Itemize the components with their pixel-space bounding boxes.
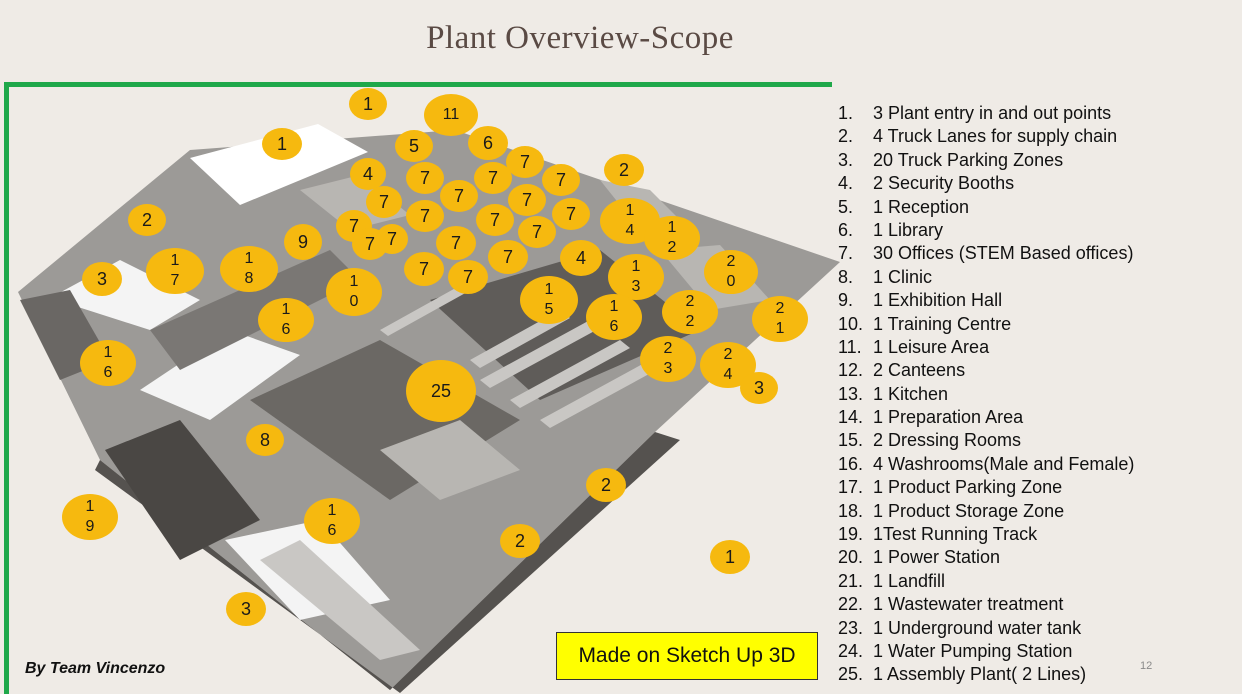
- map-marker: 1 2: [644, 216, 700, 260]
- legend-item: 14.1 Preparation Area: [838, 407, 1024, 428]
- slide-title: Plant Overview-Scope: [426, 20, 734, 56]
- map-marker: 2: [586, 468, 626, 502]
- map-marker: 1 6: [80, 340, 136, 386]
- roof-bottom-left: [105, 420, 260, 560]
- map-marker: 1 6: [586, 294, 642, 340]
- long-sheds: [260, 280, 660, 660]
- map-marker: 2 0: [704, 250, 758, 294]
- map-marker: 3: [740, 372, 778, 404]
- legend-item: 1.3 Plant entry in and out points: [838, 103, 1112, 123]
- map-marker: 7: [474, 162, 512, 194]
- legend-item: 7.30 Offices (STEM Based offices): [838, 243, 1134, 264]
- map-marker: 7: [476, 204, 514, 236]
- map-marker: 7: [488, 240, 528, 274]
- map-marker: 7: [448, 260, 488, 294]
- map-marker: 7: [542, 164, 580, 196]
- map-marker: 6: [468, 126, 508, 160]
- map-marker: 7: [518, 216, 556, 248]
- map-marker: 1 8: [220, 246, 278, 292]
- map-marker: 2 1: [752, 296, 808, 342]
- legend-item: 19.1Test Running Track: [838, 524, 1038, 545]
- legend-item: 11.1 Leisure Area: [838, 336, 990, 357]
- legend-item: 3.20 Truck Parking Zones: [838, 149, 1064, 170]
- legend-item: 6.1 Library: [838, 219, 944, 240]
- map-marker: 1 3: [608, 254, 664, 300]
- legend-item: 21.1 Landfill: [838, 570, 946, 591]
- sketchup-badge: Made on Sketch Up 3D: [556, 632, 818, 680]
- map-marker: 1 7: [146, 248, 204, 294]
- legend-item: 9.1 Exhibition Hall: [838, 290, 1003, 311]
- map-marker: 7: [436, 226, 476, 260]
- map-marker: 25: [406, 360, 476, 422]
- map-marker: 7: [366, 186, 402, 218]
- map-marker: 1: [349, 88, 387, 120]
- map-marker: 1: [710, 540, 750, 574]
- page-number: 12: [1140, 660, 1153, 672]
- map-marker: 7: [508, 184, 546, 216]
- legend-item: 25.1 Assembly Plant( 2 Lines): [838, 664, 1087, 685]
- map-marker: 7: [376, 224, 408, 254]
- plant-frame: [4, 82, 832, 694]
- legend-item: 18.1 Product Storage Zone: [838, 500, 1065, 521]
- legend-item: 17.1 Product Parking Zone: [838, 477, 1063, 498]
- map-marker: 9: [284, 224, 322, 260]
- map-marker: 7: [406, 200, 444, 232]
- map-marker: 2 3: [640, 336, 696, 382]
- legend-item: 15.2 Dressing Rooms: [838, 430, 1022, 451]
- map-marker: 7: [506, 146, 544, 178]
- legend-list: 1.3 Plant entry in and out points 2.4 Tr…: [838, 102, 1134, 687]
- legend-item: 5.1 Reception: [838, 196, 970, 217]
- legend-item: 4.2 Security Booths: [838, 173, 1015, 194]
- map-marker: 7: [406, 162, 444, 194]
- map-marker: 7: [404, 252, 444, 286]
- white-area-mid: [140, 330, 300, 420]
- map-marker: 1 6: [304, 498, 360, 544]
- legend-item: 20.1 Power Station: [838, 547, 1001, 568]
- map-marker: 2 2: [662, 290, 718, 334]
- map-marker: 5: [395, 130, 433, 162]
- map-marker: 1 5: [520, 276, 578, 324]
- white-area-left: [50, 260, 200, 330]
- map-marker: 4: [350, 158, 386, 190]
- legend-item: 10.1 Training Centre: [838, 313, 1012, 334]
- map-marker: 2: [604, 154, 644, 186]
- map-marker: 7: [440, 180, 478, 212]
- map-marker: 2: [128, 204, 166, 236]
- legend-item: 23.1 Underground water tank: [838, 617, 1082, 638]
- map-marker: 3: [82, 262, 122, 296]
- white-block-top: [190, 124, 368, 205]
- map-marker: 11: [424, 94, 478, 136]
- map-marker: 2: [500, 524, 540, 558]
- team-credit: By Team Vincenzo: [25, 660, 166, 677]
- map-marker: 1 6: [258, 298, 314, 342]
- legend-item: 13.1 Kitchen: [838, 383, 949, 404]
- roof-middle: [150, 250, 360, 370]
- legend-item: 22.1 Wastewater treatment: [838, 594, 1064, 615]
- legend-item: 8.1 Clinic: [838, 266, 933, 287]
- map-marker: 1: [262, 128, 302, 160]
- legend-item: 24.1 Water Pumping Station: [838, 640, 1073, 661]
- map-marker: 1 9: [62, 494, 118, 540]
- map-marker: 7: [552, 198, 590, 230]
- map-marker: 1 0: [326, 268, 382, 316]
- legend-item: 2.4 Truck Lanes for supply chain: [838, 126, 1118, 147]
- legend-item: 16.4 Washrooms(Male and Female): [838, 453, 1135, 474]
- map-marker: 8: [246, 424, 284, 456]
- legend-item: 12.2 Canteens: [838, 360, 966, 381]
- map-marker: 3: [226, 592, 266, 626]
- map-marker: 4: [560, 240, 602, 276]
